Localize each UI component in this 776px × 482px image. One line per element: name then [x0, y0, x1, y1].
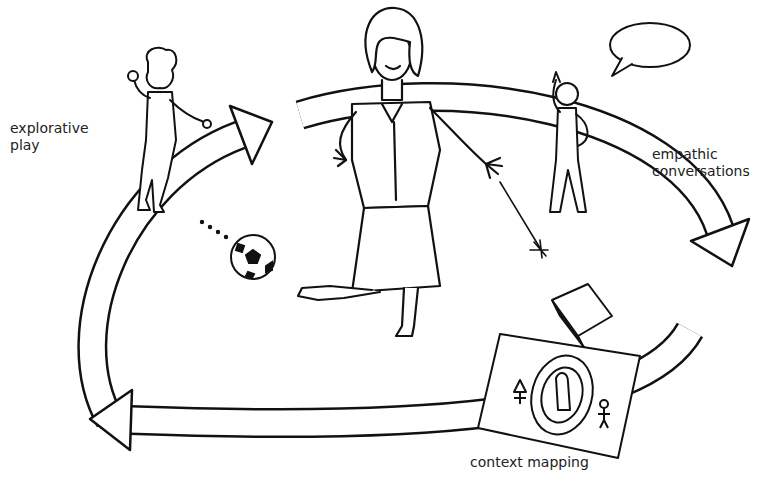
- ball-patch: [236, 244, 244, 252]
- woman-blouse: [352, 102, 440, 208]
- pencil-stroke: [500, 182, 540, 248]
- person-head: [147, 48, 177, 89]
- woman-blouse-line: [394, 122, 396, 200]
- soccer-ball: [231, 235, 275, 279]
- woman-leg: [298, 286, 380, 300]
- ball-patch: [246, 250, 260, 263]
- motion-dot: [217, 231, 219, 233]
- ball-patch: [266, 262, 272, 272]
- arrow-head: [90, 390, 132, 450]
- person-body: [550, 108, 586, 212]
- ball-patch: [246, 272, 254, 278]
- woman-hand: [486, 158, 502, 178]
- context-map-sheet: [478, 334, 640, 458]
- woman-collar: [382, 104, 402, 122]
- notebook: [552, 284, 612, 336]
- speech-bubble-tail: [612, 58, 632, 76]
- person-arm: [170, 100, 204, 122]
- person-arm: [134, 80, 150, 98]
- woman-leg: [396, 288, 418, 336]
- map-contour: [535, 363, 588, 427]
- arrow-head: [691, 219, 749, 266]
- arrow-head: [230, 106, 272, 164]
- motion-dot: [209, 226, 211, 228]
- woman-smile: [386, 66, 400, 69]
- woman-neck: [382, 80, 402, 100]
- motion-dot: [225, 236, 227, 238]
- cycle-stage-label: context mapping: [470, 454, 690, 471]
- person-body: [138, 92, 176, 212]
- map-contour: [523, 349, 602, 442]
- map-person-icon: [600, 400, 608, 408]
- motion-dot: [201, 221, 203, 223]
- cycle-stage-label: empathic conversations: [652, 146, 768, 180]
- map-person-icon: [514, 380, 526, 404]
- map-person-icon: [598, 408, 610, 428]
- person-thumb: [553, 72, 560, 82]
- woman-hand: [334, 150, 346, 166]
- map-center-figure: [556, 373, 570, 410]
- woman-hair: [366, 8, 423, 76]
- woman-skirt: [352, 206, 440, 292]
- woman-arm: [340, 112, 356, 160]
- woman-arm: [430, 108, 486, 164]
- person-head: [556, 83, 578, 105]
- person-hand: [203, 120, 211, 128]
- cycle-stage-label: explorative play: [10, 120, 106, 154]
- person-hand: [128, 71, 138, 81]
- person-arm: [553, 80, 560, 112]
- person-arm: [576, 114, 588, 146]
- pencil-scribble: [530, 240, 548, 258]
